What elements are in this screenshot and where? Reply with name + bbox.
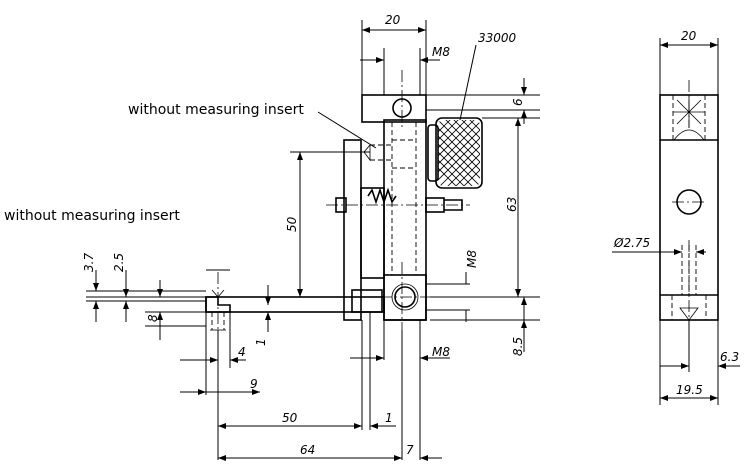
dim-1-vertical: 1 xyxy=(254,338,268,346)
dim-side-width: 20 xyxy=(681,29,697,43)
note-without-insert-left: without measuring insert xyxy=(4,208,180,224)
dim-63: 63 xyxy=(505,197,519,212)
dim-6: 6 xyxy=(511,98,525,106)
dim-4: 4 xyxy=(238,345,246,359)
dim-9: 9 xyxy=(250,377,258,391)
dim-8: 8 xyxy=(146,314,160,322)
dim-1-horizontal: 1 xyxy=(385,411,393,425)
side-dimensions xyxy=(612,38,740,405)
dim-19-5: 19.5 xyxy=(676,383,703,397)
note-without-insert-top: without measuring insert xyxy=(128,102,304,118)
dim-3-7: 3.7 xyxy=(82,253,96,272)
dim-6-3: 6.3 xyxy=(720,350,739,364)
dim-8-5: 8.5 xyxy=(511,337,525,356)
dim-thread-right: M8 xyxy=(465,250,479,268)
dim-64: 64 xyxy=(300,443,315,457)
labels: without measuring insert without measuri… xyxy=(4,13,739,457)
dim-50-horizontal: 50 xyxy=(282,411,298,425)
dim-top-width: 20 xyxy=(385,13,401,27)
dim-diameter: Ø2.75 xyxy=(613,236,650,250)
knurl-pattern xyxy=(438,120,480,186)
dim-thread-top: M8 xyxy=(432,45,450,59)
front-dimensions xyxy=(86,20,540,461)
side-view xyxy=(659,80,719,340)
dim-thread-bottom: M8 xyxy=(432,345,450,359)
dim-50-vertical: 50 xyxy=(285,216,299,232)
dim-7: 7 xyxy=(406,443,414,457)
dim-2-5: 2.5 xyxy=(112,253,126,272)
part-number-label: 33000 xyxy=(478,31,517,45)
